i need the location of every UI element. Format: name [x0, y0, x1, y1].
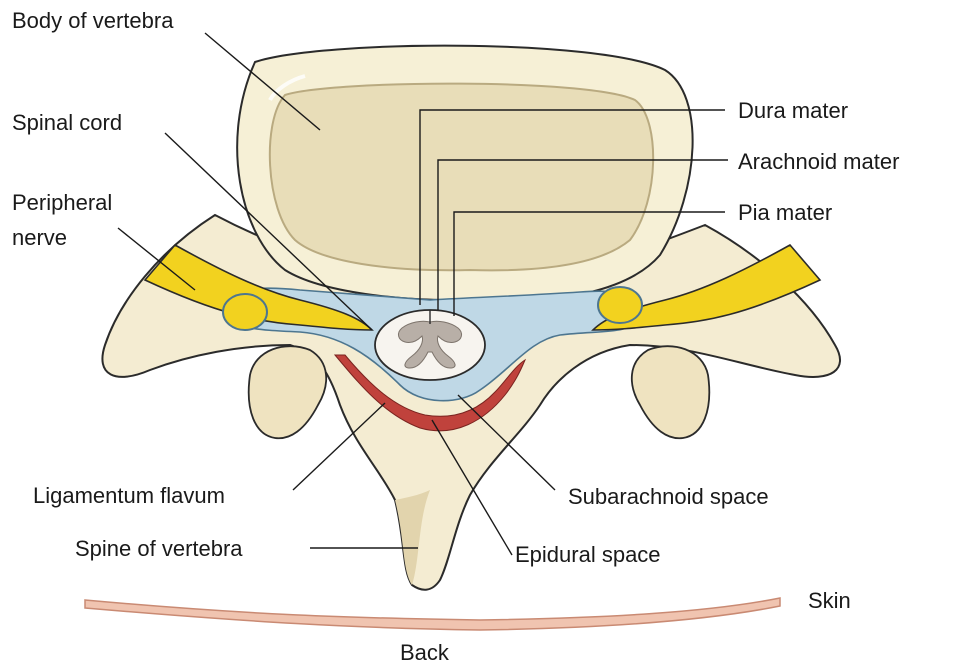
left-nerve-root-sheath [223, 294, 267, 330]
right-nerve-root-sheath [598, 287, 642, 323]
label-dura-mater: Dura mater [738, 98, 848, 123]
label-back: Back [400, 640, 450, 665]
skin [85, 598, 780, 630]
label-skin: Skin [808, 588, 851, 613]
label-arachnoid-mater: Arachnoid mater [738, 149, 899, 174]
label-ligamentum-flavum: Ligamentum flavum [33, 483, 225, 508]
label-spine-of-vertebra: Spine of vertebra [75, 536, 243, 561]
label-epidural-space: Epidural space [515, 542, 661, 567]
label-peripheral-nerve-line1: Peripheral [12, 190, 112, 215]
label-peripheral-nerve-line2: nerve [12, 225, 67, 250]
vertebral-body-inner [270, 84, 653, 271]
label-body-of-vertebra: Body of vertebra [12, 8, 174, 33]
left-articular-process [249, 346, 326, 438]
label-pia-mater: Pia mater [738, 200, 832, 225]
label-subarachnoid-space: Subarachnoid space [568, 484, 769, 509]
right-articular-process [632, 346, 709, 438]
label-spinal-cord: Spinal cord [12, 110, 122, 135]
